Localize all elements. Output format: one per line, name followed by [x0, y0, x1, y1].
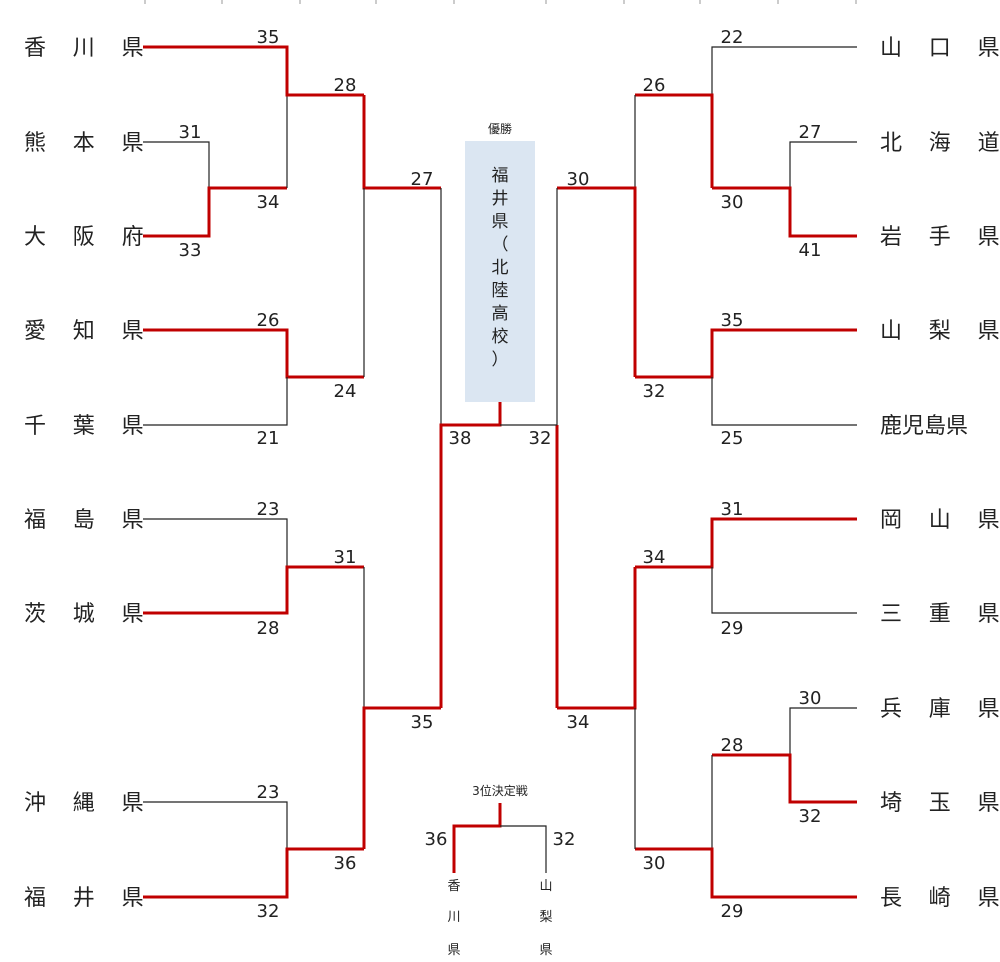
- team-kagawa: 香 川 県: [24, 36, 154, 61]
- third-left-char: 川: [447, 910, 460, 925]
- team-chiba: 千 葉 県: [24, 414, 154, 439]
- champion-char: （: [492, 235, 509, 255]
- score: 26: [257, 310, 280, 331]
- left-scores: 35 31 34 33 28 26 24 21 27 23 31 28 35 2…: [179, 27, 472, 922]
- team-mie: 三 重 県: [880, 602, 1000, 627]
- team-fukushima: 福 島 県: [24, 508, 154, 533]
- team-osaka: 大 阪 府: [24, 225, 154, 250]
- team-saitama: 埼 玉 県: [880, 791, 1000, 816]
- champion-char: 福: [492, 166, 509, 186]
- score: 24: [334, 381, 357, 402]
- score: 32: [799, 806, 822, 827]
- score: 28: [721, 735, 744, 756]
- team-kumamoto: 熊 本 県: [24, 131, 154, 156]
- right-team-names: 山 口 県 北 海 道 岩 手 県 山 梨 県 鹿児島県 岡 山 県 三 重 県…: [880, 36, 1000, 911]
- team-aichi: 愛 知 県: [24, 319, 154, 344]
- champion-char: 県: [492, 212, 509, 232]
- third-left-char: 県: [447, 943, 460, 958]
- score: 34: [567, 712, 590, 733]
- third-place-title: 3位決定戦: [472, 783, 528, 798]
- team-yamanashi: 山 梨 県: [880, 319, 1000, 344]
- team-ibaraki: 茨 城 県: [24, 602, 154, 627]
- score: 30: [643, 853, 666, 874]
- team-okayama: 岡 山 県: [880, 508, 1000, 533]
- champion-char: 高: [492, 304, 509, 324]
- third-left-char: 香: [447, 879, 460, 894]
- score: 22: [721, 27, 744, 48]
- score: 23: [257, 782, 280, 803]
- third-right-char: 山: [539, 879, 552, 894]
- champion-char: 校: [492, 327, 509, 347]
- score: 30: [721, 192, 744, 213]
- score: 27: [411, 169, 434, 190]
- score: 38: [449, 428, 472, 449]
- score: 34: [257, 192, 280, 213]
- score: 31: [721, 499, 744, 520]
- team-hyogo: 兵 庫 県: [880, 697, 1000, 722]
- third-left-score: 36: [425, 829, 448, 850]
- third-place-match: 3位決定戦 36 32 香 川 県 山 梨 県: [425, 783, 576, 958]
- score: 21: [257, 428, 280, 449]
- team-yamaguchi: 山 口 県: [880, 36, 1000, 61]
- score: 30: [567, 169, 590, 190]
- score: 29: [721, 618, 744, 639]
- third-right-score: 32: [553, 829, 576, 850]
- score: 28: [257, 618, 280, 639]
- score: 29: [721, 901, 744, 922]
- score: 41: [799, 240, 822, 261]
- score: 34: [643, 547, 666, 568]
- right-scores: 32 22 26 27 30 30 41 35 32 25 31 34 29 3…: [529, 27, 822, 922]
- score: 35: [721, 310, 744, 331]
- right-bracket-lines: [500, 46, 857, 899]
- score: 28: [334, 75, 357, 96]
- champion-char: ）: [492, 350, 509, 370]
- team-nagasaki: 長 崎 県: [880, 886, 1000, 911]
- score: 25: [721, 428, 744, 449]
- top-edge-ticks: [144, 0, 857, 4]
- champion-char: 陸: [492, 281, 509, 301]
- score: 31: [334, 547, 357, 568]
- score: 31: [179, 122, 202, 143]
- third-right-char: 梨: [539, 910, 552, 925]
- left-bracket-lines: [143, 45, 502, 899]
- team-hokkaido: 北 海 道: [880, 131, 1000, 156]
- team-fukui: 福 井 県: [24, 886, 154, 911]
- score: 35: [257, 27, 280, 48]
- score: 32: [529, 428, 552, 449]
- score: 36: [334, 853, 357, 874]
- score: 23: [257, 499, 280, 520]
- score: 27: [799, 122, 822, 143]
- team-kagoshima: 鹿児島県: [880, 414, 968, 439]
- team-iwate: 岩 手 県: [880, 225, 1000, 250]
- third-right-char: 県: [539, 943, 552, 958]
- score: 35: [411, 712, 434, 733]
- score: 32: [643, 381, 666, 402]
- champion-panel: 優勝 福 井 県 （ 北 陸 高 校 ）: [465, 121, 535, 402]
- score: 32: [257, 901, 280, 922]
- score: 33: [179, 240, 202, 261]
- score: 30: [799, 688, 822, 709]
- score: 26: [643, 75, 666, 96]
- champion-box: [465, 141, 535, 402]
- champion-char: 北: [492, 258, 509, 278]
- left-team-names: 香 川 県 熊 本 県 大 阪 府 愛 知 県 千 葉 県 福 島 県 茨 城 …: [24, 36, 154, 911]
- champion-char: 井: [492, 189, 509, 209]
- team-okinawa: 沖 縄 県: [24, 791, 154, 816]
- champion-label: 優勝: [488, 121, 512, 136]
